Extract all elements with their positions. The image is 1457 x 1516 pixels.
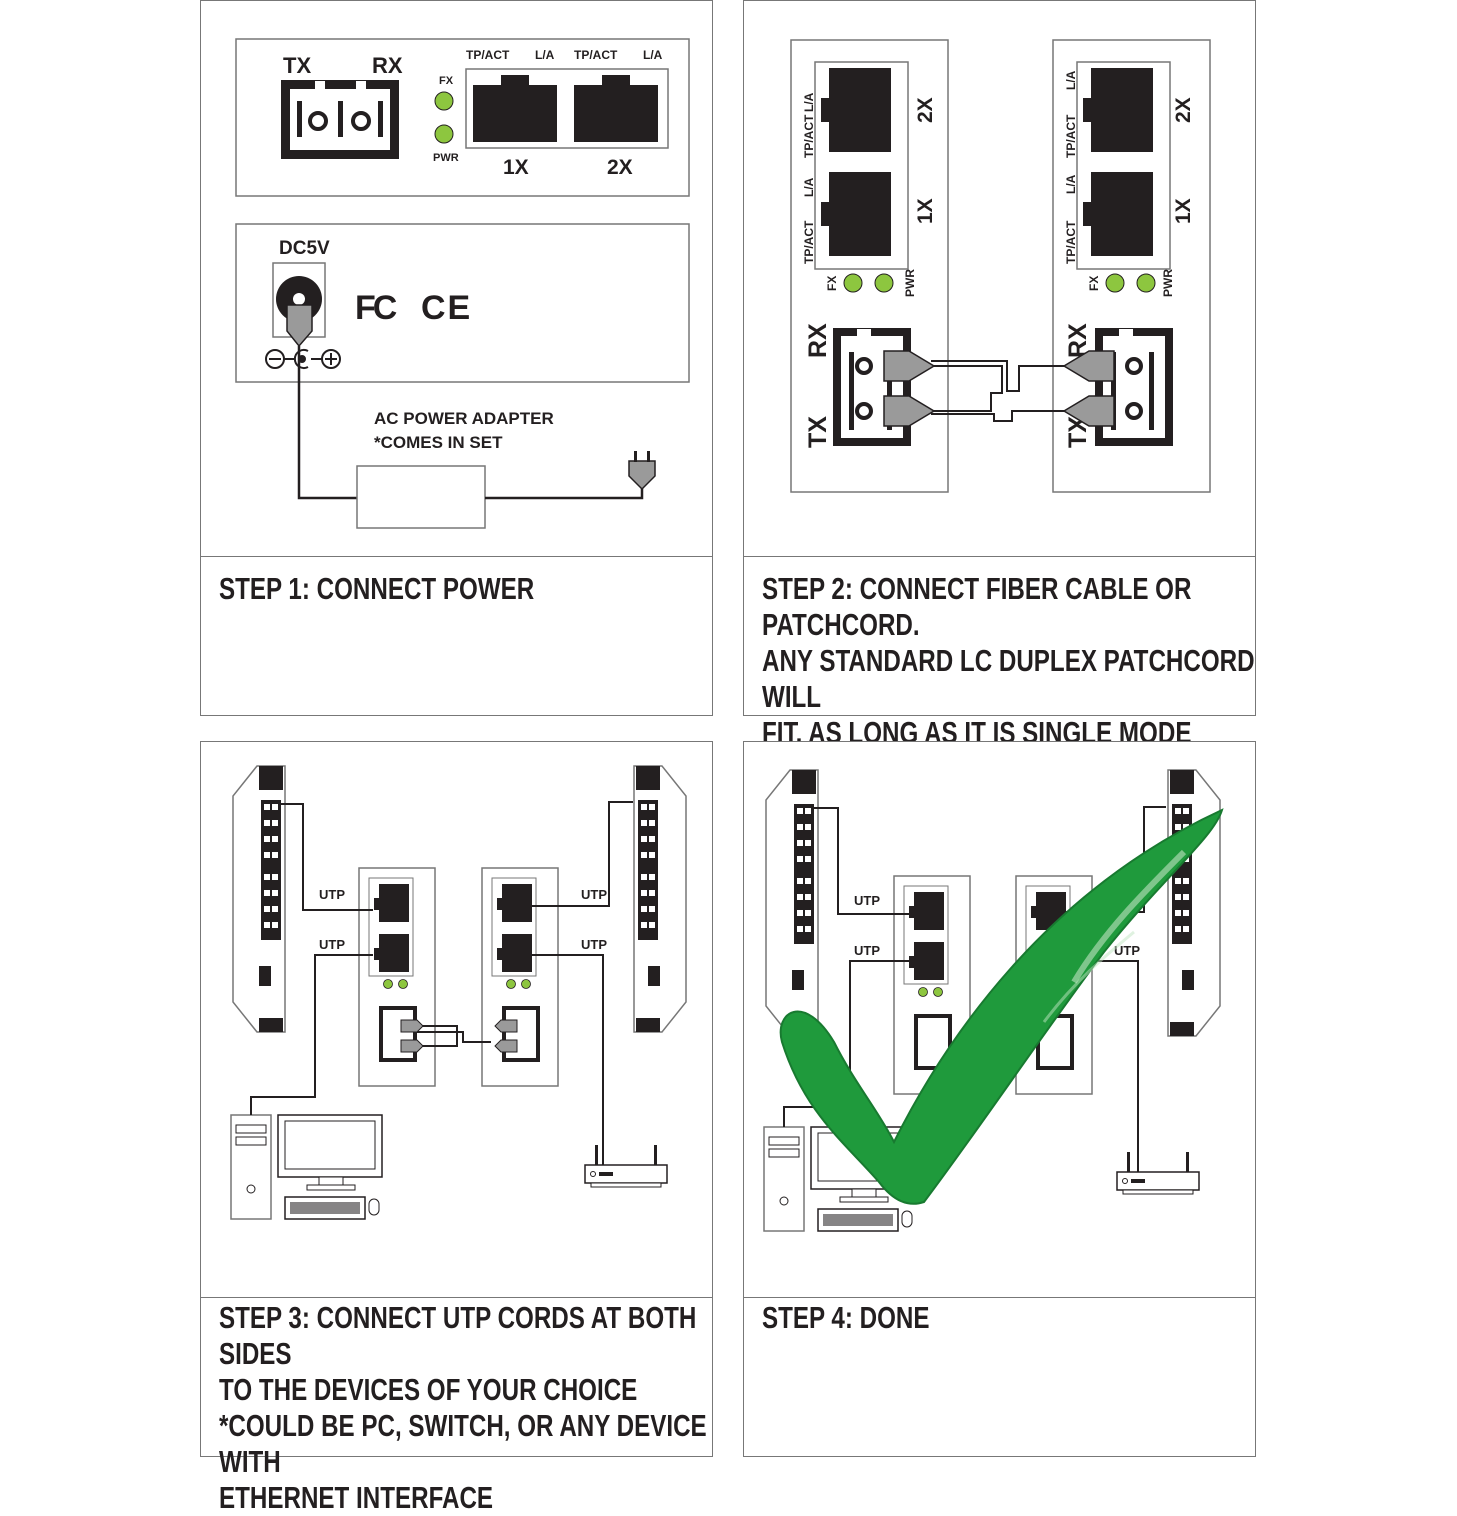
fx-led xyxy=(434,91,454,111)
switch-left-icon xyxy=(765,769,819,1037)
fx-label: FX xyxy=(439,75,454,87)
step1-panel: TX RX FX PWR TP/ACT L/A TP/ACT L/A 1X 2X xyxy=(200,0,713,716)
right-fx-label: FX xyxy=(1087,276,1101,291)
left-port-2x-label: 2X xyxy=(914,97,937,123)
left-la-label-2x: L/A xyxy=(802,92,816,112)
utp-label-3: UTP xyxy=(581,887,607,902)
step2-caption: STEP 2: CONNECT FIBER CABLE OR PATCHCORD… xyxy=(762,571,1255,750)
tpact-label-1: TP/ACT xyxy=(466,48,510,62)
left-rx-label: RX xyxy=(804,323,832,358)
right-tpact-label-2x: TP/ACT xyxy=(1064,114,1078,158)
right-pwr-label: PWR xyxy=(1161,269,1175,297)
right-port-2x-label: 2X xyxy=(1172,97,1195,123)
switch-left-icon xyxy=(232,765,286,1033)
fiber-connector-icon xyxy=(281,80,399,159)
tpact-label-2: TP/ACT xyxy=(574,48,618,62)
step3-panel: UTP UTP UTP UTP STEP 3: CONNECT UTP CORD… xyxy=(200,741,713,1515)
step2-caption-area: STEP 2: CONNECT FIBER CABLE OR PATCHCORD… xyxy=(744,556,1255,750)
port-2x-label: 2X xyxy=(607,156,633,179)
check-mark-icon xyxy=(779,808,1224,1205)
ac-cable xyxy=(485,486,644,500)
left-tpact-label-2x: TP/ACT xyxy=(802,114,816,158)
port-1x-label: 1X xyxy=(503,156,529,179)
step2-diagram: L/A TP/ACT L/A TP/ACT 2X 1X FX PWR RX TX… xyxy=(790,39,1211,493)
utp-label-2: UTP xyxy=(854,943,880,958)
dc-cable xyxy=(297,346,359,500)
step1-diagram: TX RX FX PWR TP/ACT L/A TP/ACT L/A 1X 2X xyxy=(235,38,690,529)
lc-plug-icon xyxy=(883,350,1115,427)
dc-label: DC5V xyxy=(279,238,330,259)
adapter-label-1: AC POWER ADAPTER xyxy=(374,409,554,428)
converter-left-icon xyxy=(358,867,436,1087)
utp-label-2: UTP xyxy=(319,937,345,952)
rj45-port-2x-icon xyxy=(574,75,658,142)
left-port-1x-label: 1X xyxy=(914,198,937,224)
step4-caption: STEP 4: DONE xyxy=(762,1300,930,1335)
utp-cables xyxy=(250,801,633,1165)
la-label-1: L/A xyxy=(535,48,555,62)
tx-label: TX xyxy=(283,53,311,78)
right-port-1x-label: 1X xyxy=(1172,198,1195,224)
step4-diagram: UTP UTP UTP xyxy=(763,769,1224,1232)
adapter-label-2: *COMES IN SET xyxy=(374,433,503,452)
utp-label-3: UTP xyxy=(1114,943,1140,958)
utp-label-1: UTP xyxy=(319,887,345,902)
step4-caption-area: STEP 4: DONE xyxy=(744,1297,1255,1456)
step4-panel: UTP UTP UTP STEP 4: DONE xyxy=(743,741,1256,1457)
converter-right-icon xyxy=(481,867,559,1087)
ce-mark: CE xyxy=(421,289,472,327)
right-tpact-label-1x: TP/ACT xyxy=(1064,220,1078,264)
dc-plug-icon xyxy=(286,304,313,348)
switch-right-icon xyxy=(633,765,687,1033)
step3-diagram: UTP UTP UTP UTP xyxy=(230,765,687,1220)
fc-mark: FC xyxy=(355,289,397,327)
la-label-2: L/A xyxy=(643,48,663,62)
power-adapter-icon xyxy=(356,465,486,529)
wall-plug-icon xyxy=(628,451,656,491)
switch-right-icon xyxy=(1167,769,1221,1037)
pc-icon xyxy=(230,1114,383,1220)
step1-caption-area: STEP 1: CONNECT POWER xyxy=(201,556,712,715)
rx-label: RX xyxy=(372,53,403,78)
fiber-patchcord xyxy=(931,360,1084,422)
rj45-port-1x-icon xyxy=(473,75,557,142)
left-fx-label: FX xyxy=(825,276,839,291)
router-icon xyxy=(584,1144,668,1188)
step1-caption: STEP 1: CONNECT POWER xyxy=(219,571,535,606)
pwr-label: PWR xyxy=(433,152,459,164)
utp-label-1: UTP xyxy=(854,893,880,908)
step2-panel: L/A TP/ACT L/A TP/ACT 2X 1X FX PWR RX TX… xyxy=(743,0,1256,750)
pwr-led xyxy=(434,124,454,144)
lc-plugs-icon xyxy=(400,1019,518,1053)
router-icon xyxy=(1116,1151,1200,1195)
left-tpact-label-1x: TP/ACT xyxy=(802,220,816,264)
step3-caption-area: STEP 3: CONNECT UTP CORDS AT BOTH SIDES … xyxy=(201,1297,712,1515)
right-la-label-1x: L/A xyxy=(1064,174,1078,194)
left-tx-label: TX xyxy=(804,416,832,448)
left-la-label-1x: L/A xyxy=(802,177,816,197)
left-pwr-label: PWR xyxy=(903,269,917,297)
utp-label-4: UTP xyxy=(581,937,607,952)
right-la-label-2x: L/A xyxy=(1064,70,1078,90)
step3-caption: STEP 3: CONNECT UTP CORDS AT BOTH SIDES … xyxy=(219,1300,707,1515)
